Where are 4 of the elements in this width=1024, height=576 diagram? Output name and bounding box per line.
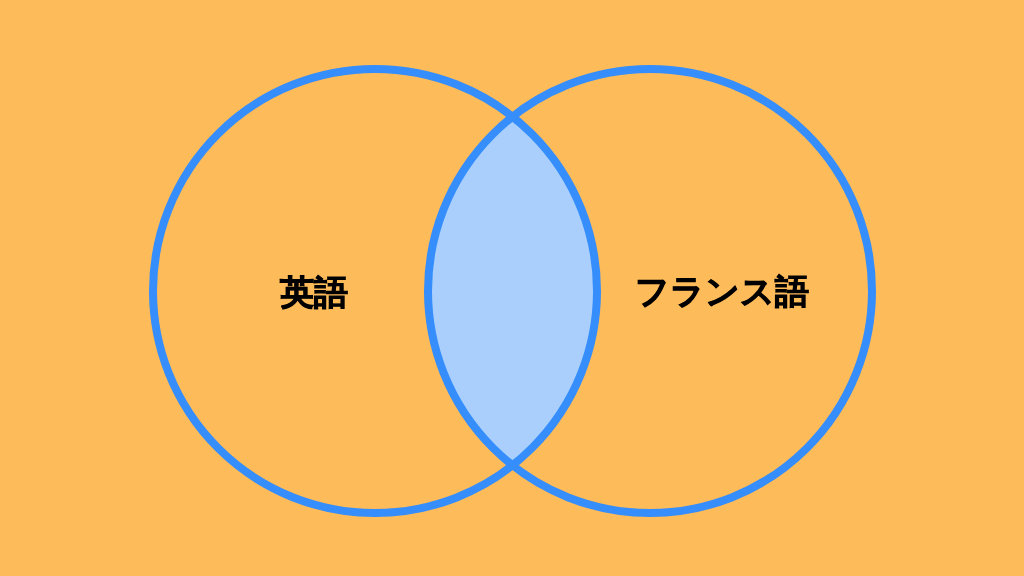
venn-circle [424,65,876,517]
circle-label: フランス語 [635,274,809,308]
venn-circle [149,65,601,517]
circle-label: 英語 [280,275,348,309]
